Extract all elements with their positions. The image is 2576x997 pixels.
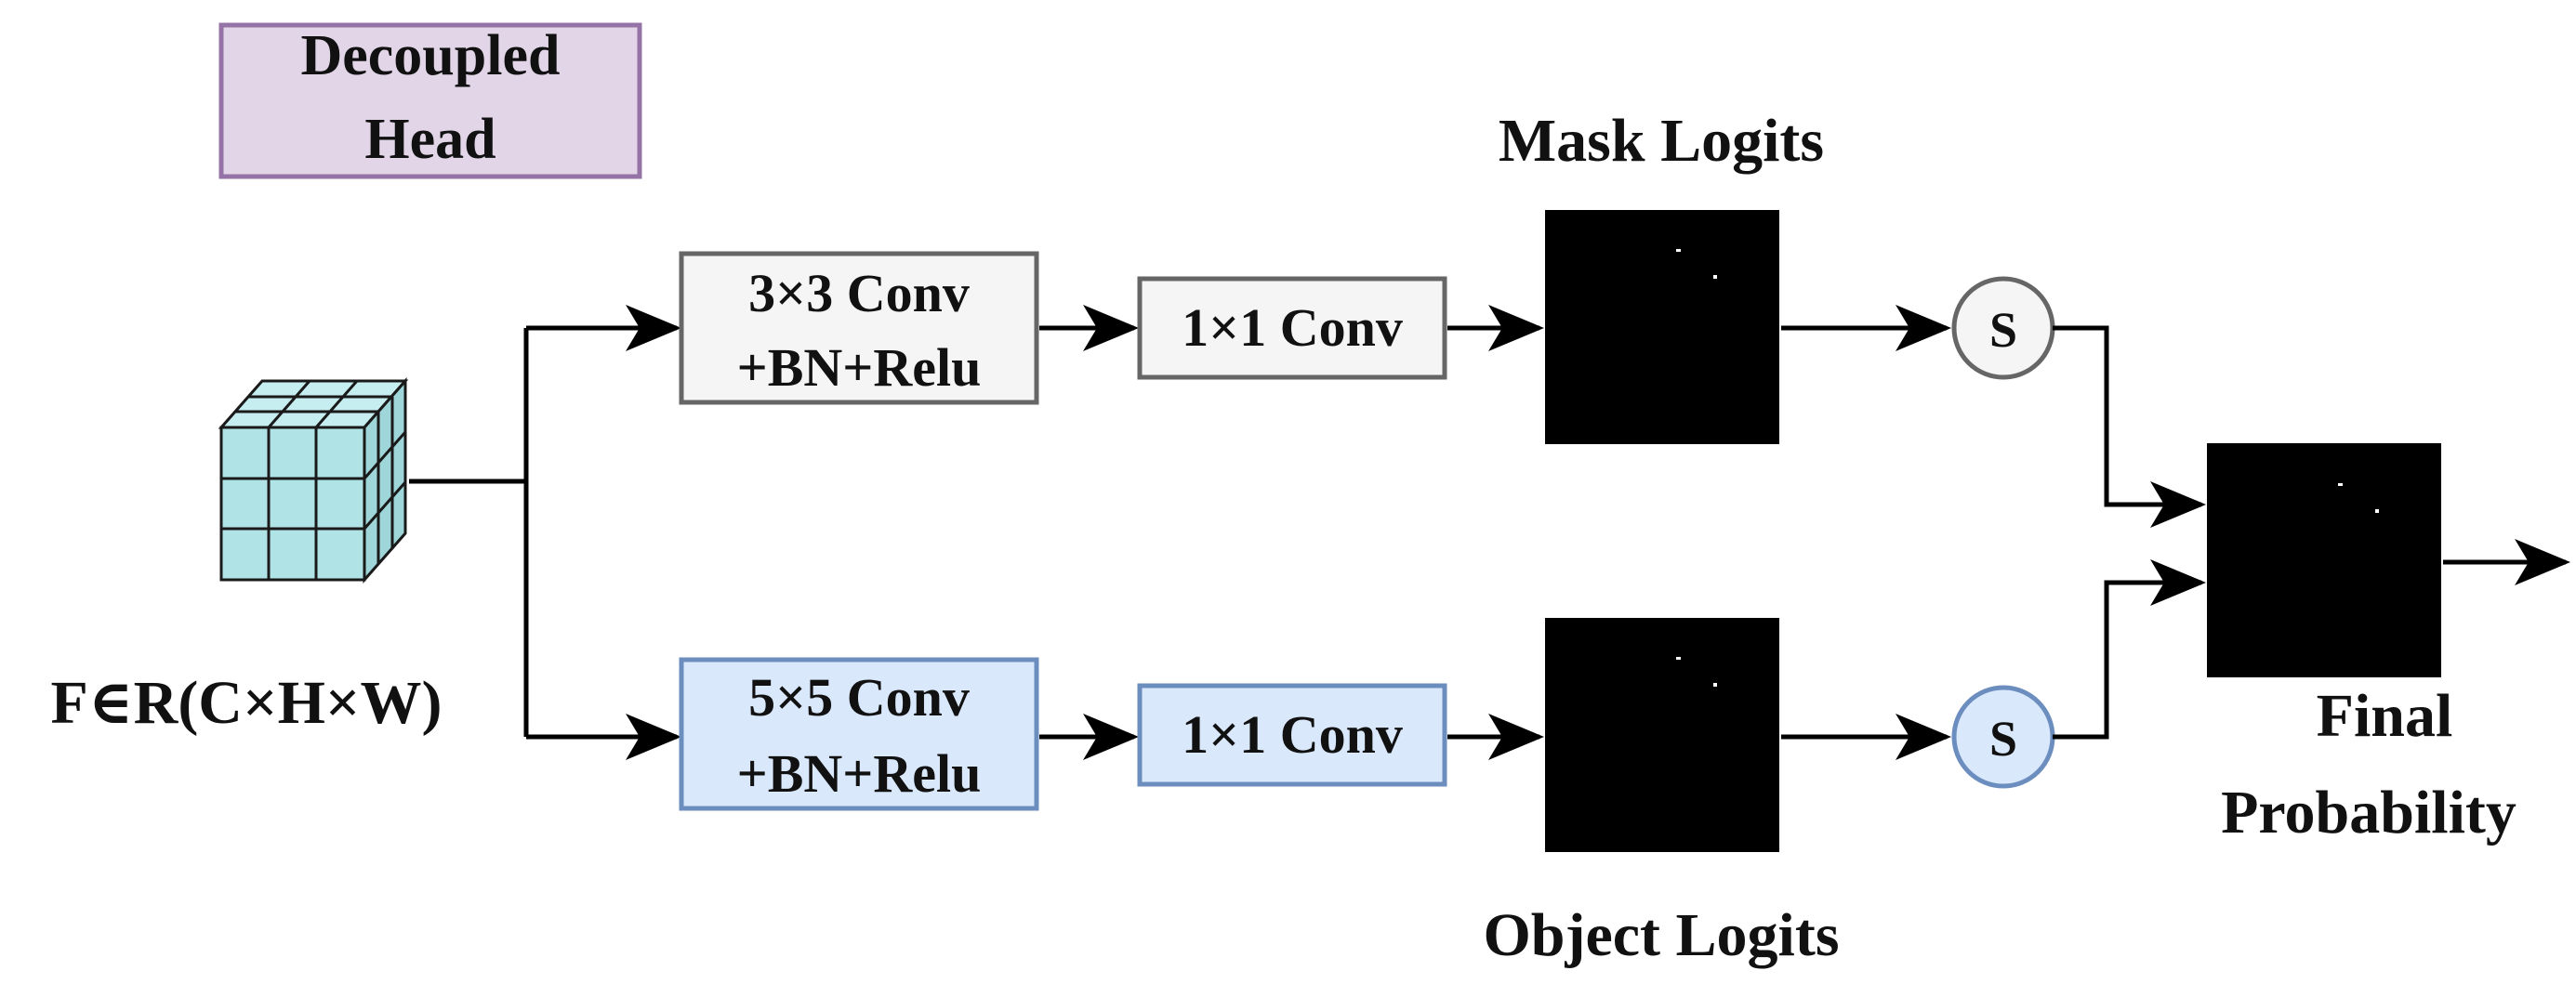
- top-branch: 3×3 Conv +BN+Relu 1×1 Conv Mask Logits S: [679, 107, 2206, 528]
- input-feature-label: F∈R(C×H×W): [50, 669, 442, 737]
- object-speck-1: [1676, 657, 1681, 660]
- conv3x3-line-1: 3×3 Conv: [748, 263, 970, 323]
- conv3x3-line-2: +BN+Relu: [737, 337, 982, 398]
- title-line-1: Decoupled: [301, 24, 561, 87]
- final-speck-1: [2338, 483, 2343, 486]
- conv5x5-line-1: 5×5 Conv: [748, 667, 970, 728]
- conv1x1-top-box: [1137, 276, 1447, 380]
- final-probability: Final Probability: [2207, 443, 2570, 846]
- mask-speck-1: [1676, 249, 1681, 252]
- mask-speck-2: [1713, 275, 1717, 279]
- decoupled-head-title-box: Decoupled Head: [218, 22, 642, 179]
- mask-logits-map: [1545, 210, 1779, 444]
- conv1x1-top-label: 1×1 Conv: [1182, 297, 1403, 358]
- conv1x1-bottom-box: [1137, 683, 1447, 787]
- mask-logits-label: Mask Logits: [1499, 107, 1824, 175]
- final-label-line-2: Probability: [2221, 779, 2517, 846]
- object-logits-map: [1545, 618, 1779, 852]
- conv3x3-box: [679, 251, 1039, 405]
- final-speck-2: [2375, 509, 2379, 513]
- conv5x5-box: [679, 657, 1039, 811]
- conv1x1-bottom-label: 1×1 Conv: [1182, 704, 1403, 765]
- conv5x5-line-2: +BN+Relu: [737, 743, 982, 804]
- feature-tensor-cube-icon: [218, 377, 409, 584]
- title-line-2: Head: [364, 108, 495, 171]
- input-connectors: [409, 305, 681, 760]
- sigmoid-top-label: S: [1989, 302, 2017, 358]
- object-speck-2: [1713, 683, 1717, 687]
- final-probability-map: [2207, 443, 2441, 677]
- final-label-line-1: Final: [2317, 682, 2453, 750]
- sigmoid-bottom-label: S: [1989, 711, 2017, 767]
- object-logits-label: Object Logits: [1483, 901, 1839, 969]
- bottom-branch: 5×5 Conv +BN+Relu 1×1 Conv Object Logits…: [679, 559, 2206, 969]
